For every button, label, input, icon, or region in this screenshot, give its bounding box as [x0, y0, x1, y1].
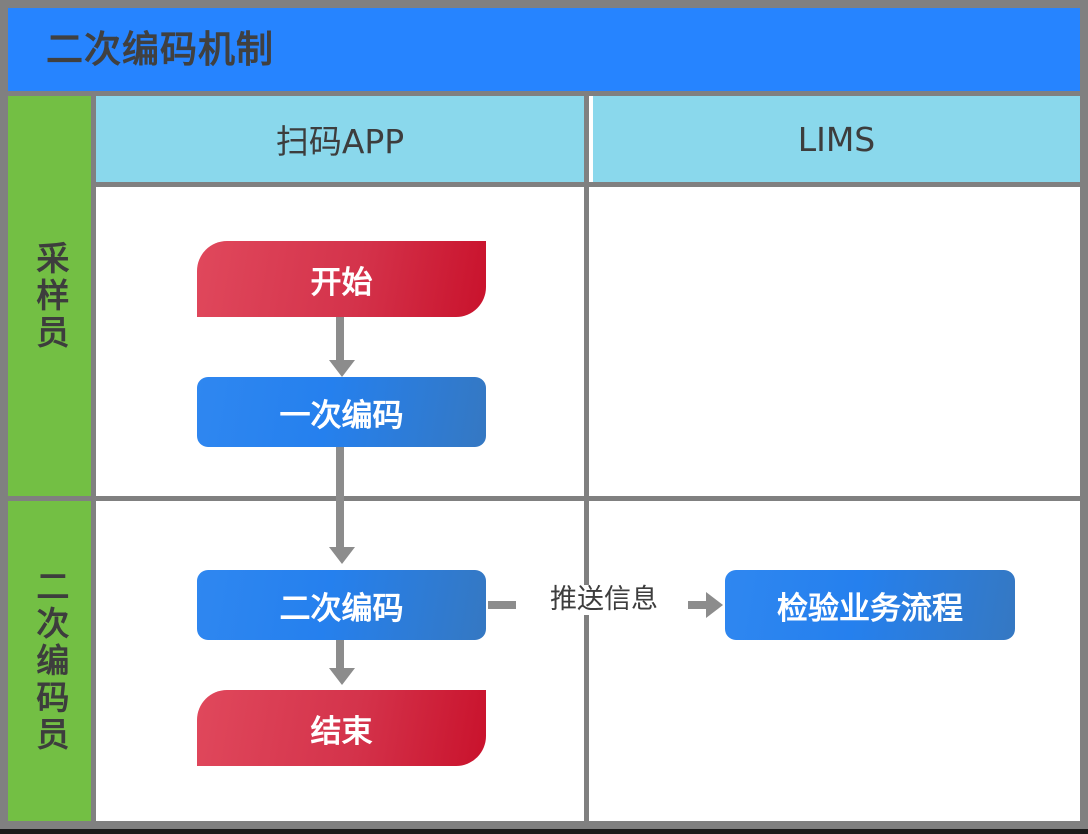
frame-border-top: [0, 0, 1088, 8]
flow-node-start[interactable]: 开始: [197, 241, 486, 317]
lane-row-label-sampler: 采样员: [8, 96, 91, 496]
grid-line-under-title: [8, 91, 1080, 96]
connector-start-to-code1-line: [336, 317, 344, 362]
page-title: 二次编码机制: [46, 28, 274, 71]
grid-line-role-column: [91, 96, 96, 821]
connector-start-to-code1-arrowhead: [329, 360, 355, 377]
frame-border-right: [1080, 0, 1088, 829]
lane-column-header-lims: LIMS: [593, 96, 1080, 182]
frame-border-left: [0, 0, 8, 829]
diagram-title-bar: 二次编码机制: [8, 8, 1080, 91]
lane-row-label-recoder-text: 二次编码员: [30, 568, 70, 754]
frame-shadow: [0, 829, 1088, 834]
flow-node-end[interactable]: 结束: [197, 690, 486, 766]
lane-row-label-sampler-text: 采样员: [30, 240, 70, 352]
connector-code2-to-end-arrowhead: [329, 668, 355, 685]
lane-column-header-app: 扫码APP: [96, 96, 584, 182]
frame-border-bottom: [0, 821, 1088, 829]
grid-line-lane-divider: [584, 96, 589, 821]
connector-label-push-info: 推送信息: [520, 585, 688, 615]
connector-code1-to-code2-arrowhead: [329, 547, 355, 564]
connector-code2-to-lims-arrowhead: [706, 592, 723, 618]
lane-row-label-recoder: 二次编码员: [8, 501, 91, 821]
connector-code2-to-lims-left-stub: [488, 601, 516, 609]
flow-node-inspection-process[interactable]: 检验业务流程: [725, 570, 1015, 640]
connector-code2-to-end-line: [336, 640, 344, 671]
connector-code2-to-lims-line: [688, 601, 712, 609]
flow-node-second-coding[interactable]: 二次编码: [197, 570, 486, 640]
flow-node-first-coding[interactable]: 一次编码: [197, 377, 486, 447]
grid-line-between-rows: [8, 496, 1080, 501]
connector-code1-to-code2-line: [336, 447, 344, 547]
